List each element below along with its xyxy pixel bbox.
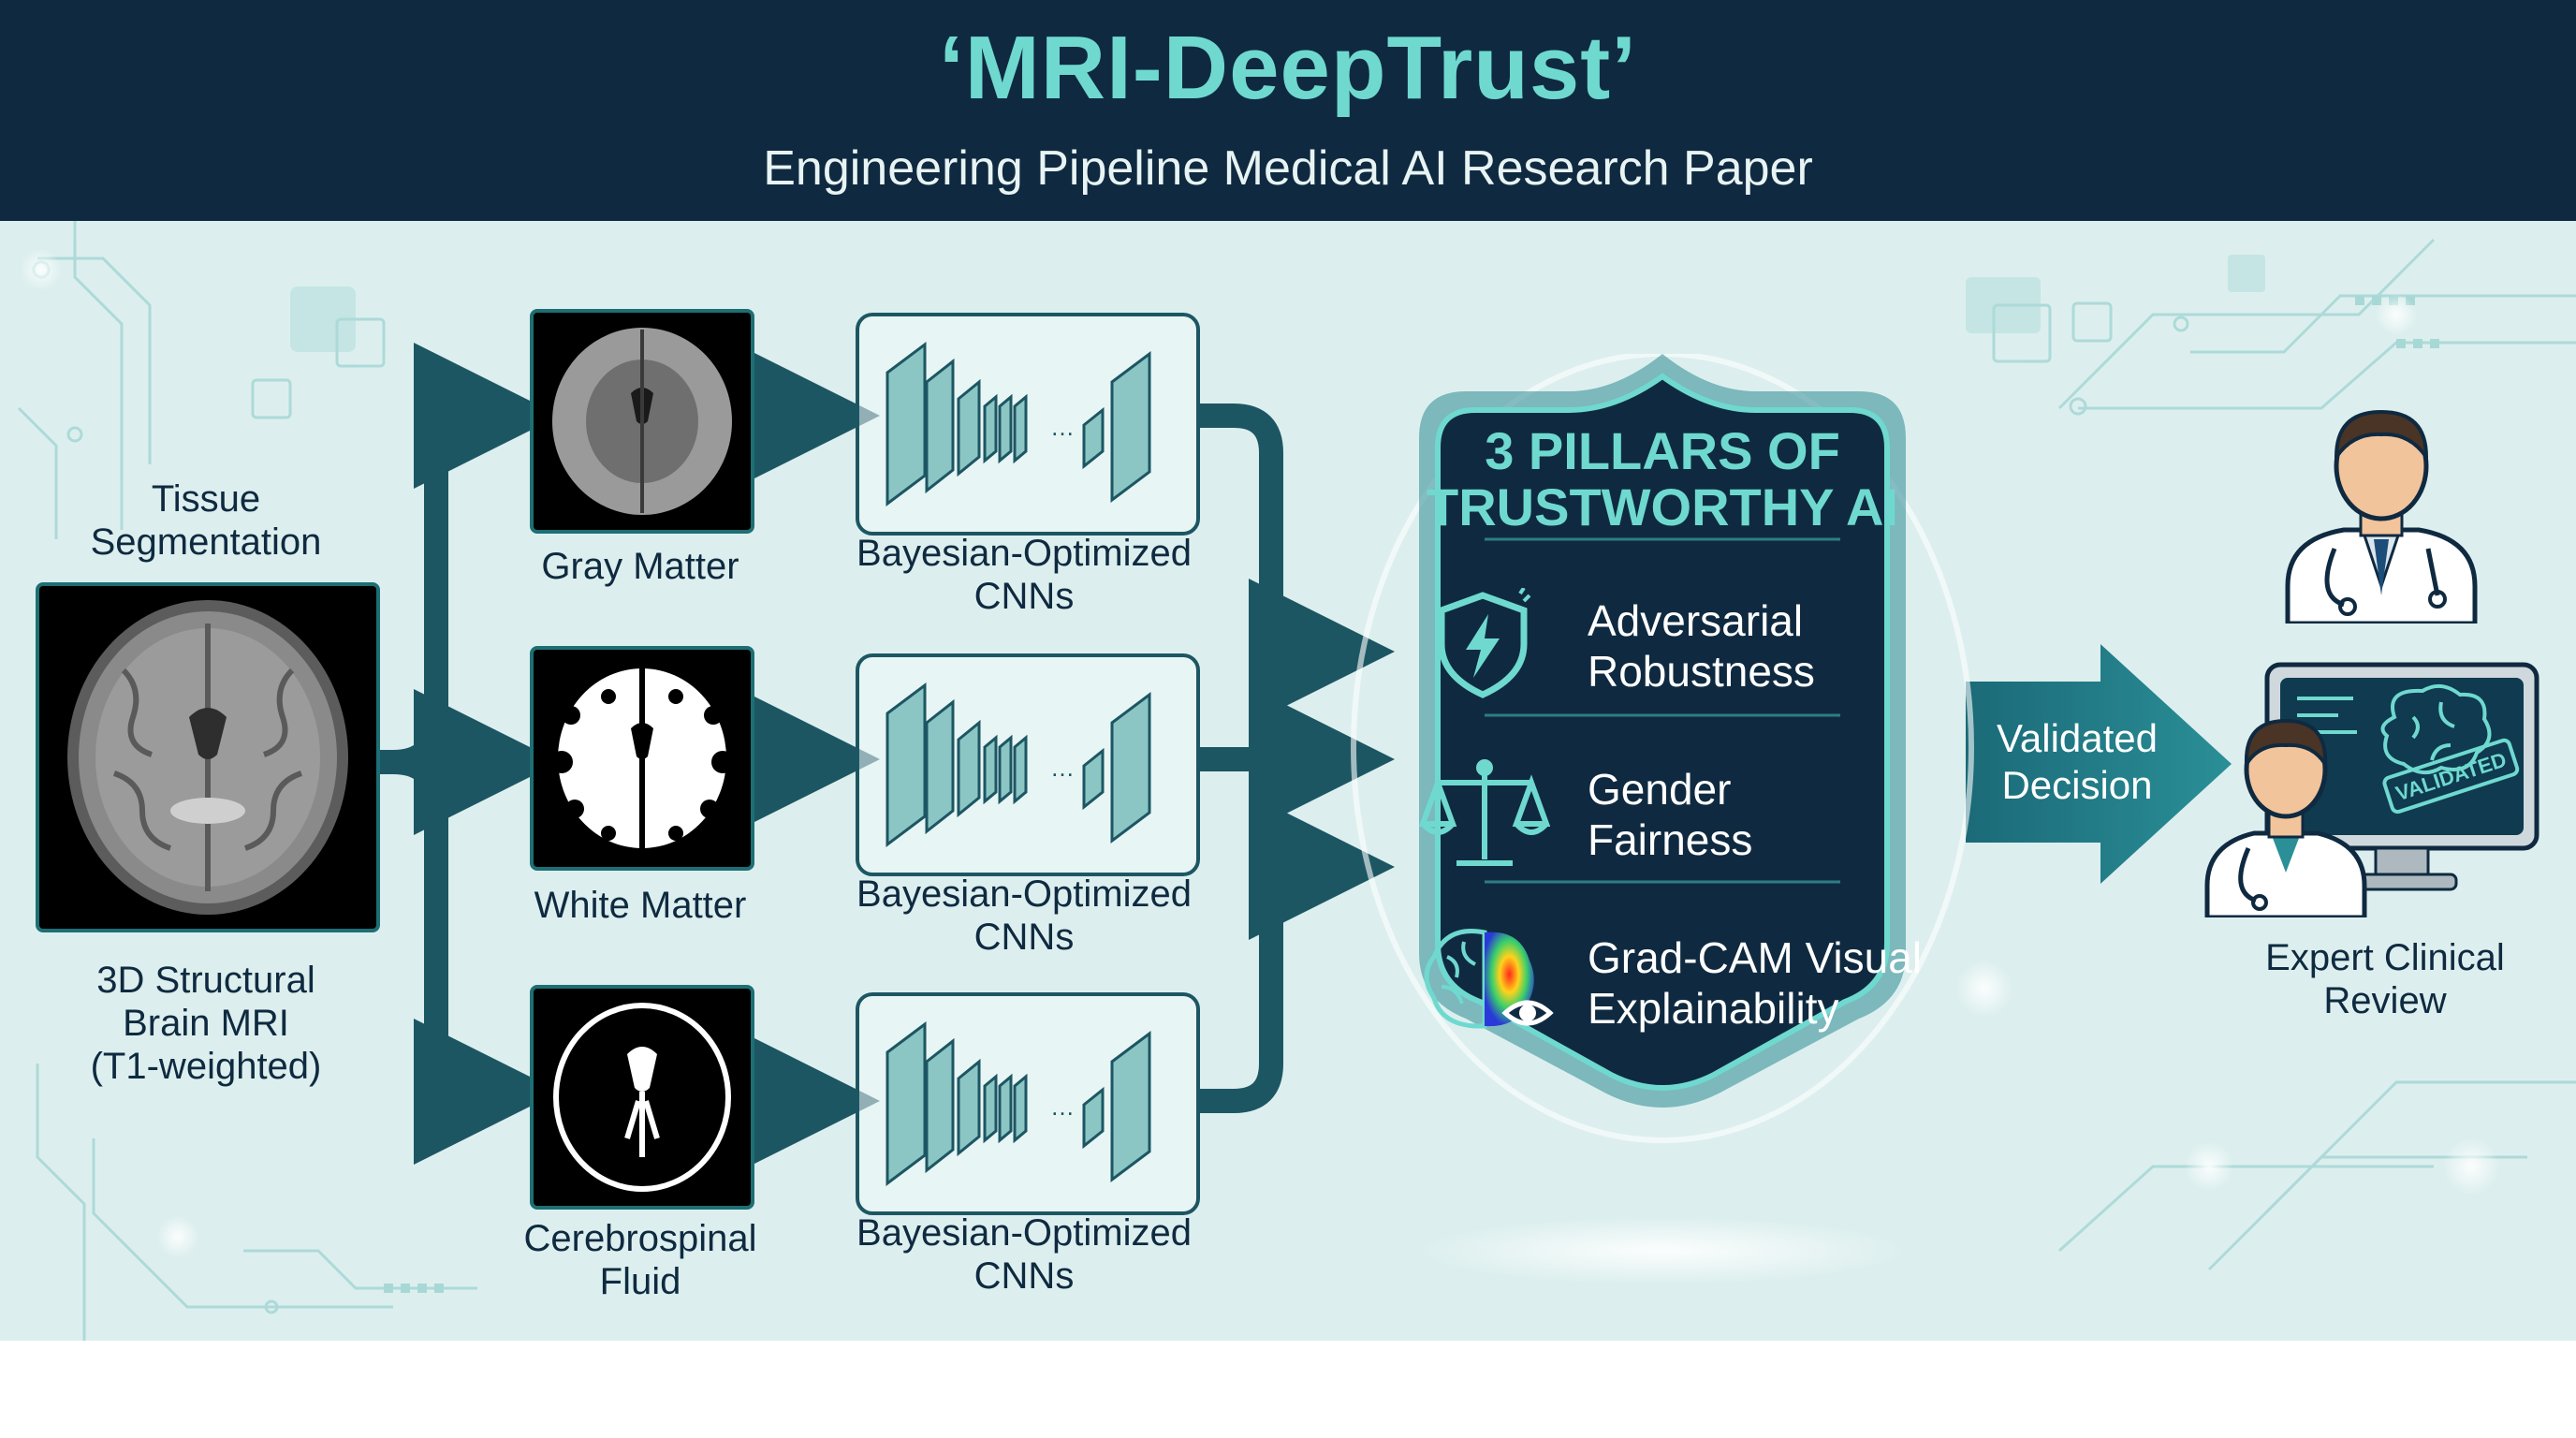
brain-heatmap-eye-icon <box>1424 929 1554 1029</box>
pillars-title: 3 PILLARS OF TRUSTWORTHY AI <box>1427 421 1898 536</box>
gray-matter-image <box>530 309 754 534</box>
lightning-shield-icon <box>1438 588 1531 698</box>
monitor-icon: VALIDATED <box>2264 662 2539 891</box>
cnn-box-3: … <box>856 992 1200 1215</box>
decision-arrow <box>1966 644 2232 884</box>
validated-decision-label: Validated Decision <box>1996 716 2159 807</box>
arrow-cnn1-to-pillars <box>1200 404 1395 725</box>
doctor-at-monitor-icon <box>2204 718 2367 917</box>
svg-text:…: … <box>1050 754 1075 782</box>
arrow-to-gray-matter <box>379 343 560 774</box>
cnn-layers-icon: … <box>886 1021 1151 1186</box>
white-matter-label: White Matter <box>534 885 747 926</box>
gray-matter-label: Gray Matter <box>541 546 739 587</box>
diagram-canvas: Tissue Segmentation 3D Structural Brain … <box>0 221 2576 1341</box>
cnn-layers-icon: … <box>886 682 1151 847</box>
csf-label: Cerebrospinal Fluid <box>523 1218 757 1302</box>
arrow-cnn3-to-pillars <box>1200 794 1395 1113</box>
page-title: ‘MRI-DeepTrust’ <box>939 18 1637 118</box>
pillar-gender-fairness: Gender Fairness <box>1588 765 1753 864</box>
doctor-icon <box>2285 409 2478 624</box>
cnn-box-2: … <box>856 653 1200 876</box>
pillar-gradcam-explainability: Grad-CAM Visual Explainability <box>1588 933 1923 1033</box>
expert-review-label: Expert Clinical Review <box>2265 937 2505 1021</box>
header-banner: ‘MRI-DeepTrust’ Engineering Pipeline Med… <box>0 0 2576 221</box>
flow-arrows <box>17 221 2576 1341</box>
balance-scale-icon <box>1419 759 1550 866</box>
page-subtitle: Engineering Pipeline Medical AI Research… <box>763 141 1813 196</box>
tissue-segmentation-label: Tissue Segmentation <box>90 478 322 563</box>
pillars-shield <box>1351 354 1974 1143</box>
arrow-to-csf <box>379 750 560 1165</box>
brain-mri-label: 3D Structural Brain MRI (T1-weighted) <box>90 960 322 1087</box>
svg-text:…: … <box>1050 413 1075 441</box>
glow-sparkles <box>21 249 2499 1284</box>
input-mri-image <box>36 582 380 932</box>
cnn-label-2: Bayesian-Optimized CNNs <box>856 873 1192 958</box>
svg-text:…: … <box>1050 1093 1075 1121</box>
cnn-label-1: Bayesian-Optimized CNNs <box>856 533 1192 617</box>
gray-matter-brain-icon <box>552 328 732 515</box>
cnn-label-3: Bayesian-Optimized CNNs <box>856 1212 1192 1297</box>
white-matter-image <box>530 646 754 871</box>
pillar-adversarial-robustness: Adversarial Robustness <box>1588 596 1815 696</box>
cnn-box-1: … <box>856 313 1200 536</box>
csf-brain-icon <box>553 1003 731 1192</box>
csf-image <box>530 985 754 1210</box>
white-matter-brain-icon <box>550 668 734 848</box>
cnn-layers-icon: … <box>886 342 1151 506</box>
brain-mri-icon <box>67 600 348 915</box>
